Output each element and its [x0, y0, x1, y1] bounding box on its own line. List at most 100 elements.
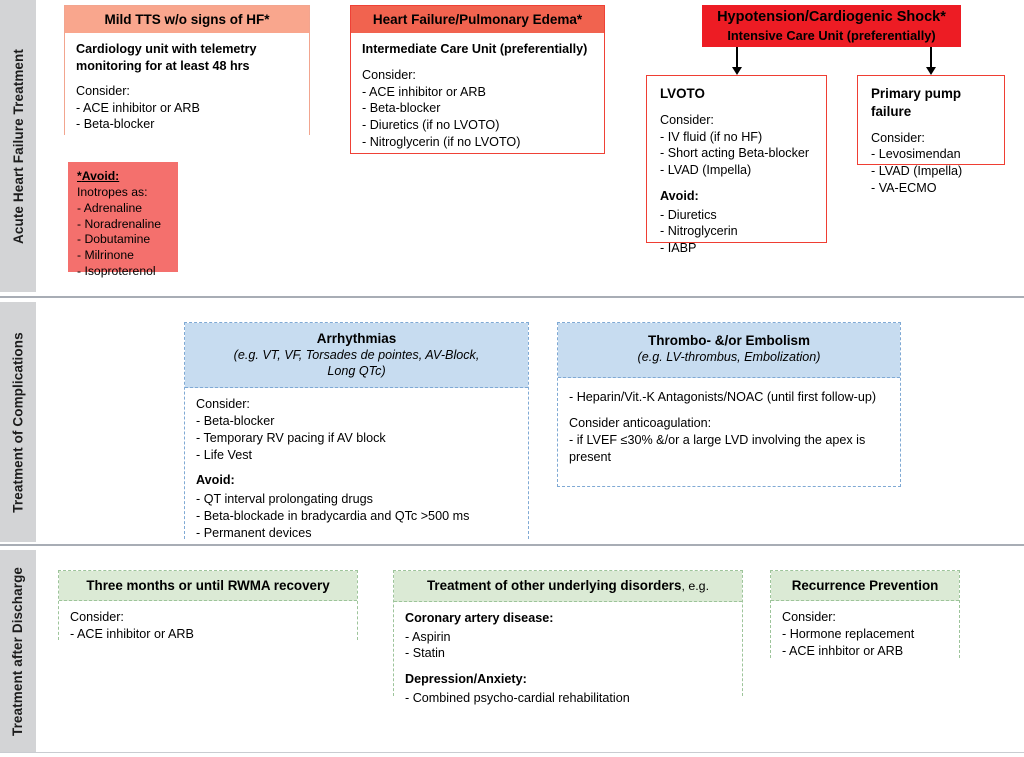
avoid-inotropes-item: - Milrinone: [77, 248, 134, 263]
card-arrhythmias-body: Consider: - Beta-blocker - Temporary RV …: [185, 388, 528, 551]
avoid-inotropes-item: - Dobutamine: [77, 232, 151, 247]
connector-stem: [736, 47, 738, 68]
lvoto-consider-item: - Short acting Beta-blocker: [660, 146, 810, 161]
heart-failure-unit: Intermediate Care Unit (preferentially): [362, 42, 588, 57]
card-three-months-header: Three months or until RWMA recovery: [59, 571, 357, 602]
lvoto-title: LVOTO: [660, 86, 705, 101]
mild-tts-consider-item: - ACE inhibitor or ARB: [76, 100, 200, 115]
section-label-text: Treatment of Complications: [10, 331, 26, 513]
arrhythmias-avoid-item: - QT interval prolongating drugs: [196, 492, 373, 507]
heart-failure-consider-item: - Beta-blocker: [362, 101, 441, 116]
card-recurrence-prevention: Recurrence Prevention Consider: - Hormon…: [770, 570, 960, 669]
mild-tts-consider-label: Consider:: [76, 83, 130, 98]
mild-tts-unit: Cardiology unit with telemetry monitorin…: [76, 42, 257, 73]
depression-anxiety-label: Depression/Anxiety:: [405, 672, 527, 687]
arrhythmias-consider-item: - Beta-blocker: [196, 414, 275, 429]
card-other-underlying-disorders: Treatment of other underlying disorders,…: [393, 570, 743, 716]
connector-stem: [930, 47, 932, 68]
card-mild-tts: Mild TTS w/o signs of HF* Cardiology uni…: [64, 5, 310, 143]
avoid-asterisk: *: [77, 169, 82, 183]
card-avoid-inotropes: *Avoid: Inotropes as: - Adrenaline - Nor…: [68, 162, 178, 278]
section-label-acute-heart-failure-treatment: Acute Heart Failure Treatment: [0, 0, 36, 292]
card-heart-failure-body: Intermediate Care Unit (preferentially) …: [351, 33, 604, 159]
card-thrombo-header: Thrombo- &/or Embolism (e.g. LV-thrombus…: [558, 323, 900, 379]
card-thrombo-body: - Heparin/Vit.-K Antagonists/NOAC (until…: [558, 378, 900, 475]
section-divider-1: [0, 296, 1024, 298]
coronary-artery-disease-item: - Statin: [405, 646, 445, 661]
arrhythmias-consider-item: - Temporary RV pacing if AV block: [196, 430, 386, 445]
coronary-artery-disease-label: Coronary artery disease:: [405, 610, 554, 625]
other-disorders-header-light: , e.g.: [681, 579, 710, 593]
arrhythmias-consider-item: - Life Vest: [196, 447, 253, 462]
card-mild-tts-body: Cardiology unit with telemetry monitorin…: [65, 33, 309, 143]
arrhythmias-avoid-item: - Beta-blockade in bradycardia and QTc >…: [196, 508, 470, 523]
card-lvoto-body: LVOTO Consider: - IV fluid (if no HF) - …: [647, 76, 826, 267]
pump-failure-consider-label: Consider:: [871, 130, 925, 145]
section-label-text: Acute Heart Failure Treatment: [10, 48, 26, 244]
card-arrhythmias: Arrhythmias (e.g. VT, VF, Torsades de po…: [184, 322, 529, 551]
lvoto-avoid-item: - Nitroglycerin: [660, 224, 738, 239]
arrhythmias-subtitle-line-1: (e.g. VT, VF, Torsades de pointes, AV-Bl…: [233, 348, 480, 363]
avoid-inotropes-item: - Noradrenaline: [77, 216, 162, 231]
avoid-inotropes-item: - Adrenaline: [77, 200, 143, 215]
lvoto-consider-item: - IV fluid (if no HF): [660, 129, 763, 144]
lvoto-avoid-label: Avoid:: [660, 188, 699, 203]
other-disorders-header-bold: Treatment of other underlying disorders: [426, 578, 682, 593]
arrowhead-icon: [732, 67, 742, 75]
pump-failure-consider-item: - VA-ECMO: [871, 180, 937, 195]
section-divider-2: [0, 544, 1024, 546]
pump-failure-consider-item: - LVAD (Impella): [871, 164, 963, 179]
card-three-months-rwma: Three months or until RWMA recovery Cons…: [58, 570, 358, 652]
arrowhead-icon: [926, 67, 936, 75]
arrhythmias-avoid-item: - Permanent devices: [196, 525, 312, 540]
connector-banner-to-lvoto: [732, 47, 742, 75]
heart-failure-consider-item: - ACE inhibitor or ARB: [362, 84, 486, 99]
section-label-treatment-after-discharge: Treatment after Discharge: [0, 550, 36, 752]
section-label-treatment-of-complications: Treatment of Complications: [0, 302, 36, 542]
card-three-months-body: Consider: - ACE inhibitor or ARB: [59, 601, 357, 652]
mild-tts-consider-item: - Beta-blocker: [76, 117, 155, 132]
section-label-text: Treatment after Discharge: [10, 566, 26, 736]
card-recurrence-prevention-body: Consider: - Hormone replacement - ACE in…: [771, 601, 959, 669]
recurrence-consider-label: Consider:: [782, 610, 836, 625]
arrhythmias-consider-label: Consider:: [196, 397, 250, 412]
lvoto-avoid-item: - IABP: [660, 240, 697, 255]
arrhythmias-subtitle-line-2: Long QTc): [327, 364, 386, 379]
lvoto-consider-item: - LVAD (Impella): [660, 163, 752, 178]
primary-pump-failure-title: Primary pump failure: [871, 86, 962, 119]
avoid-inotropes-item: - Isoproterenol: [77, 264, 156, 279]
card-lvoto: LVOTO Consider: - IV fluid (if no HF) - …: [646, 75, 827, 255]
card-primary-pump-failure: Primary pump failure Consider: - Levosim…: [857, 75, 1005, 195]
thrombo-consider-item: - if LVEF ≤30% &/or a large LVD involvin…: [569, 432, 866, 464]
thrombo-consider-label: Consider anticoagulation:: [569, 416, 712, 431]
card-heart-failure-header: Heart Failure/Pulmonary Edema*: [351, 6, 604, 34]
arrhythmias-title: Arrhythmias: [316, 331, 397, 346]
depression-anxiety-item: - Combined psycho-cardial rehabilitation: [405, 690, 630, 705]
three-months-consider-label: Consider:: [70, 610, 124, 625]
heart-failure-consider-item: - Diuretics (if no LVOTO): [362, 118, 500, 133]
pump-failure-consider-item: - Levosimendan: [871, 147, 961, 162]
card-recurrence-prevention-header: Recurrence Prevention: [771, 571, 959, 602]
banner-hypotension-cardiogenic-shock: Hypotension/Cardiogenic Shock* Intensive…: [702, 5, 961, 47]
card-other-disorders-body: Coronary artery disease: - Aspirin - Sta…: [394, 601, 742, 716]
coronary-artery-disease-item: - Aspirin: [405, 629, 451, 644]
lvoto-avoid-item: - Diuretics: [660, 207, 717, 222]
lvoto-consider-label: Consider:: [660, 112, 714, 127]
thrombo-title: Thrombo- &/or Embolism: [648, 333, 810, 348]
card-thrombo-embolism: Thrombo- &/or Embolism (e.g. LV-thrombus…: [557, 322, 901, 487]
thrombo-subtitle: (e.g. LV-thrombus, Embolization): [637, 350, 821, 365]
connector-banner-to-primary-pump-failure: [926, 47, 936, 75]
avoid-inotropes-title: *Avoid:: [77, 169, 170, 185]
card-heart-failure-pulmonary-edema: Heart Failure/Pulmonary Edema* Intermedi…: [350, 5, 605, 154]
avoid-inotropes-subtitle: Inotropes as:: [77, 184, 148, 199]
arrhythmias-avoid-label: Avoid:: [196, 473, 235, 488]
card-other-disorders-header: Treatment of other underlying disorders,…: [394, 571, 742, 602]
avoid-label: Avoid:: [81, 169, 120, 183]
banner-line-1: Hypotension/Cardiogenic Shock*: [717, 8, 946, 25]
page-bottom-rule: [0, 752, 1024, 753]
heart-failure-consider-label: Consider:: [362, 68, 416, 82]
recurrence-consider-item: - ACE inhbitor or ARB: [782, 643, 904, 658]
thrombo-first-line: - Heparin/Vit.-K Antagonists/NOAC (until…: [569, 390, 877, 405]
recurrence-consider-item: - Hormone replacement: [782, 626, 915, 641]
